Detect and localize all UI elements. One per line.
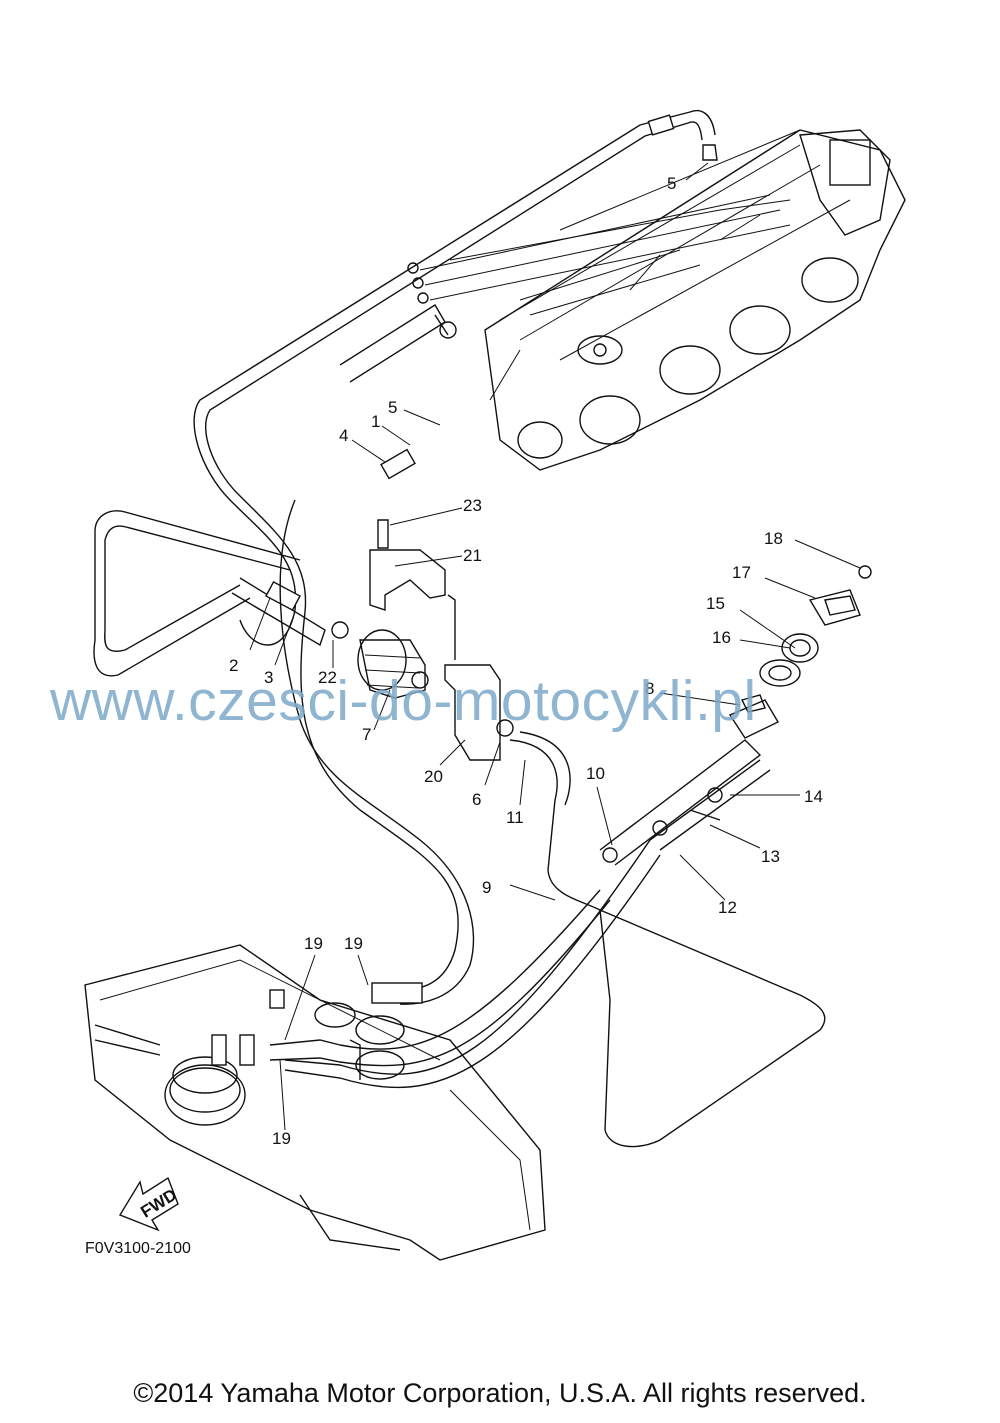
copyright-notice: ©2014 Yamaha Motor Corporation, U.S.A. A… (133, 1378, 867, 1408)
fuel-hose-loop-left (93, 510, 326, 677)
fuel-hose-center (279, 499, 826, 1148)
part-labels: 1 2 3 4 5 5 6 7 8 9 10 11 12 13 14 15 16… (229, 174, 823, 1148)
part-label-22: 22 (318, 668, 337, 687)
fuel-pickup-drawing (599, 565, 872, 866)
part-label-20: 20 (424, 767, 443, 786)
part-label-7: 7 (362, 725, 371, 744)
part-label-13: 13 (761, 847, 780, 866)
part-label-19-b: 19 (344, 934, 363, 953)
part-label-15: 15 (706, 594, 725, 613)
breather-hose-drawing (193, 109, 718, 646)
part-label-16: 16 (712, 628, 731, 647)
watermark-url: www.czesci-do-motocykli.pl (50, 669, 757, 733)
part-label-14: 14 (804, 787, 823, 806)
part-label-10: 10 (586, 764, 605, 783)
leader-lines (249, 162, 861, 1131)
part-label-2: 2 (229, 656, 238, 675)
part-label-18: 18 (764, 529, 783, 548)
part-label-1: 1 (371, 412, 380, 431)
part-label-21: 21 (463, 546, 482, 565)
part-label-11: 11 (506, 808, 524, 827)
part-label-19-c: 19 (272, 1129, 291, 1148)
part-label-5-mid: 5 (388, 398, 397, 417)
fuel-filter-drawing (331, 304, 514, 761)
part-label-9: 9 (482, 878, 491, 897)
part-label-6: 6 (472, 790, 481, 809)
part-label-17: 17 (732, 563, 751, 582)
engine-block-drawing (407, 129, 906, 471)
part-label-23: 23 (463, 496, 482, 515)
part-label-19-a: 19 (304, 934, 323, 953)
part-label-8: 8 (645, 679, 654, 698)
part-label-4: 4 (339, 426, 348, 445)
fuel-tank-drawing (84, 839, 661, 1261)
drawing-code: F0V3100-2100 (85, 1240, 191, 1257)
fwd-arrow: FWD (118, 1176, 180, 1232)
part-label-5-top: 5 (667, 174, 676, 193)
part-label-3: 3 (264, 668, 273, 687)
part-label-12: 12 (718, 898, 737, 917)
